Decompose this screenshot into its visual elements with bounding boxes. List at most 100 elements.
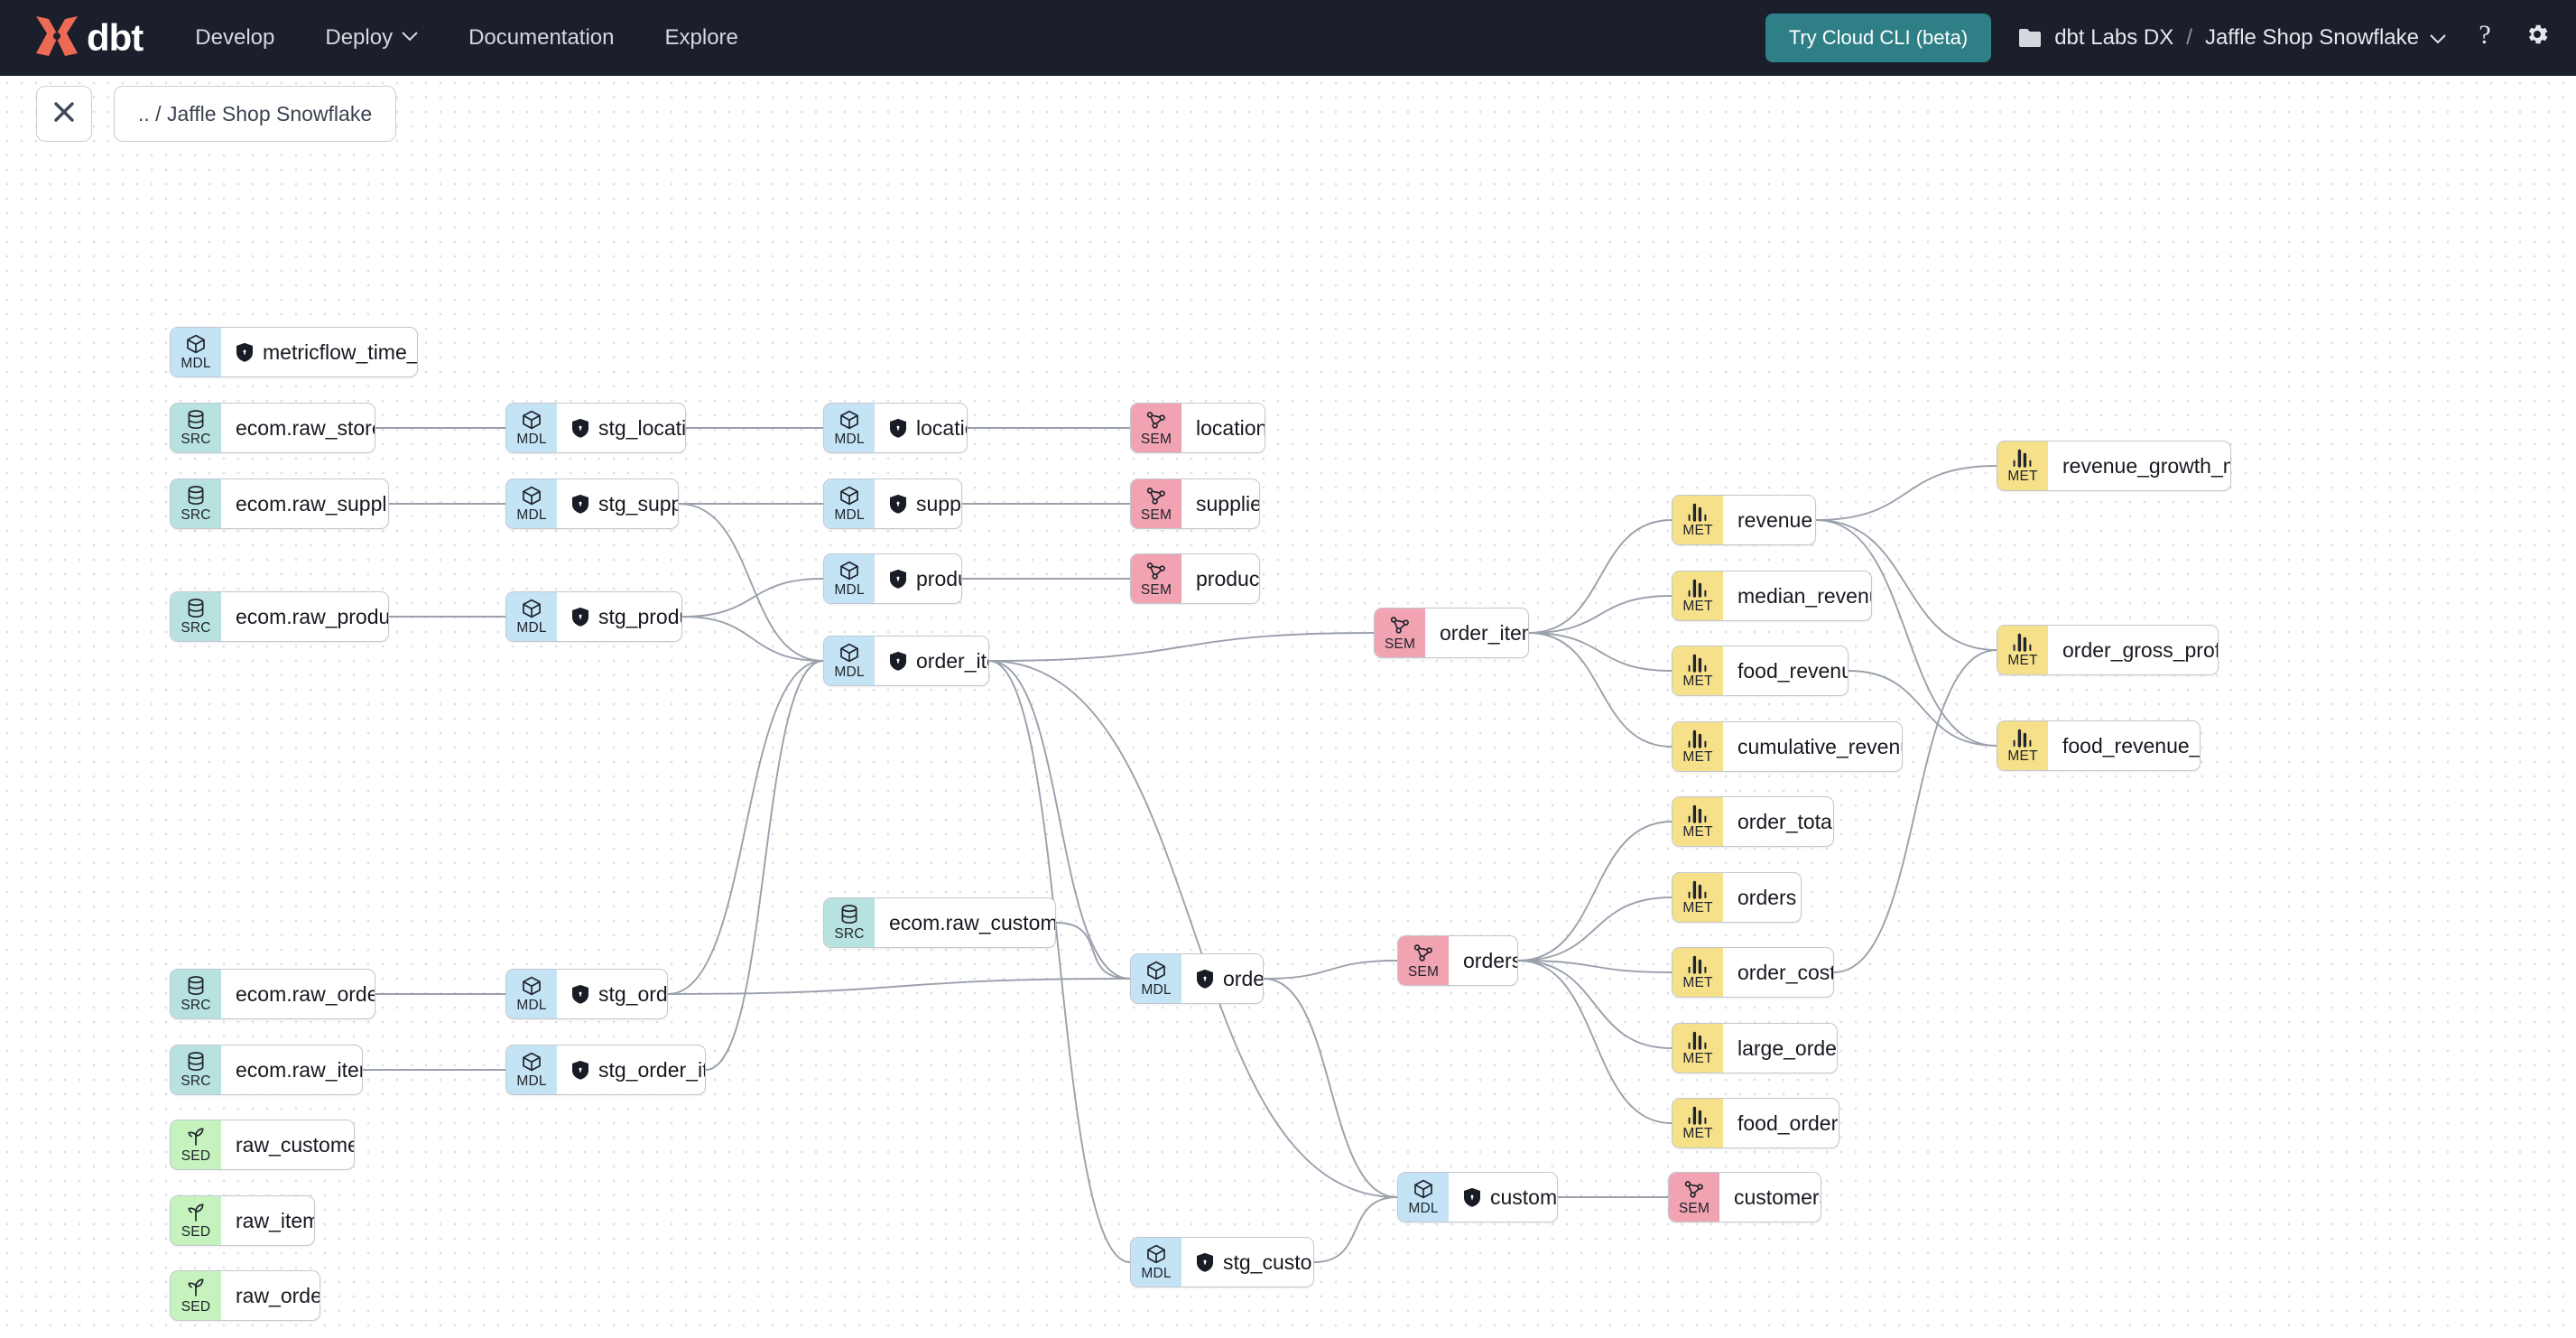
graph-node-orders_mdl[interactable]: MDLorders bbox=[1130, 953, 1264, 1004]
lineage-edge bbox=[988, 660, 1131, 1263]
graph-node-customers_mdl[interactable]: MDLcustomers bbox=[1397, 1172, 1558, 1222]
lineage-edges bbox=[363, 427, 1997, 1263]
dbt-logo[interactable]: dbt bbox=[32, 14, 144, 63]
nav-item-explore[interactable]: Explore bbox=[665, 25, 738, 51]
lineage-edge bbox=[1055, 922, 1131, 980]
node-type-label: MDL bbox=[834, 582, 865, 599]
nav-item-explore-label: Explore bbox=[664, 25, 738, 50]
dbt-logo-icon bbox=[32, 14, 81, 63]
node-label: ecom.raw_orders bbox=[236, 981, 375, 1006]
graph-node-sem_locations[interactable]: SEMlocations bbox=[1130, 403, 1265, 453]
node-type-label: MET bbox=[2007, 748, 2038, 765]
node-label: orders bbox=[1463, 948, 1518, 972]
node-body: median_revenue bbox=[1723, 571, 1871, 620]
graph-node-ecom_raw_stores[interactable]: SRC ecom.raw_stores bbox=[170, 403, 375, 453]
lineage-edge bbox=[705, 660, 824, 1071]
help-button[interactable]: ? bbox=[2473, 20, 2497, 56]
node-type-label: MET bbox=[1682, 749, 1713, 766]
node-body: stg_locations bbox=[557, 404, 685, 452]
graph-node-met_orders[interactable]: MET orders bbox=[1672, 872, 1802, 923]
node-label: orders bbox=[1737, 885, 1797, 909]
bar-chart-icon: MET bbox=[1673, 496, 1723, 544]
node-type-label: SRC bbox=[181, 432, 211, 448]
node-label: orders bbox=[1223, 966, 1264, 990]
nav-item-develop[interactable]: Develop bbox=[195, 25, 274, 51]
account-breadcrumb: dbt Labs DX / Jaffle Shop Snowflake bbox=[2018, 25, 2446, 51]
lineage-edge bbox=[681, 578, 824, 618]
nav-item-deploy[interactable]: Deploy bbox=[325, 25, 418, 51]
cube-icon: MDL bbox=[171, 328, 221, 376]
sprout-icon: SED bbox=[171, 1196, 221, 1245]
bar-chart-icon: MET bbox=[1997, 626, 2048, 674]
node-type-label: SRC bbox=[181, 620, 211, 636]
account-name[interactable]: dbt Labs DX bbox=[2054, 25, 2174, 50]
graph-node-sem_products[interactable]: SEMproducts bbox=[1130, 553, 1260, 604]
bar-chart-icon: MET bbox=[1673, 873, 1723, 922]
node-type-label: SEM bbox=[1678, 1201, 1710, 1217]
graph-node-sem_supplies[interactable]: SEMsupplies bbox=[1130, 479, 1260, 529]
nav-item-documentation[interactable]: Documentation bbox=[468, 25, 614, 51]
bar-chart-icon: MET bbox=[1997, 721, 2048, 770]
node-body: orders bbox=[1449, 936, 1518, 985]
node-label: order_cost bbox=[1737, 960, 1834, 984]
shield-icon bbox=[889, 494, 907, 514]
lineage-edge bbox=[1528, 632, 1673, 748]
node-body: locations bbox=[875, 404, 967, 452]
node-label: supplies bbox=[916, 491, 961, 516]
node-type-label: SED bbox=[181, 1299, 211, 1315]
graph-node-supplies[interactable]: MDLsupplies bbox=[823, 479, 962, 529]
settings-button[interactable] bbox=[2524, 21, 2551, 55]
node-label: ecom.raw_customers bbox=[889, 910, 1056, 934]
lineage-edge bbox=[988, 632, 1375, 662]
node-body: stg_customers bbox=[1181, 1238, 1313, 1287]
breadcrumb-pill[interactable]: .. / Jaffle Shop Snowflake bbox=[114, 86, 397, 142]
close-button[interactable] bbox=[36, 86, 92, 142]
nav-item-deploy-label: Deploy bbox=[325, 25, 394, 50]
node-type-label: MET bbox=[2007, 469, 2038, 485]
lineage-edge bbox=[1833, 649, 1997, 973]
node-type-label: SRC bbox=[181, 1073, 211, 1090]
shield-icon bbox=[571, 494, 589, 514]
graph-node-locations[interactable]: MDLlocations bbox=[823, 403, 968, 453]
lineage-edge bbox=[1517, 960, 1673, 1049]
lineage-edge bbox=[1517, 897, 1673, 962]
try-cloud-cli-button[interactable]: Try Cloud CLI (beta) bbox=[1765, 14, 1992, 62]
project-selector[interactable]: Jaffle Shop Snowflake bbox=[2205, 25, 2446, 51]
node-type-label: MET bbox=[1682, 674, 1713, 690]
graph-node-products[interactable]: MDLproducts bbox=[823, 553, 962, 604]
node-label: ecom.raw_stores bbox=[236, 415, 375, 440]
node-label: locations bbox=[916, 415, 967, 440]
node-type-label: MET bbox=[2007, 653, 2038, 669]
